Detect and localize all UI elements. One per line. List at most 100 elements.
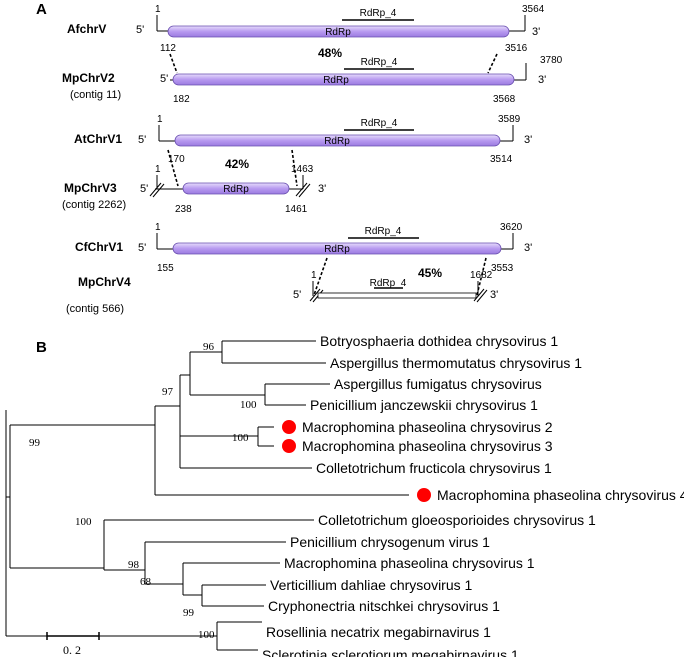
three-prime-label: 3' — [524, 134, 532, 146]
end-label: 3564 — [522, 4, 545, 15]
genome-mpchrv4: MpChrV4 (contig 566) 5' 1 RdRp_4 1682 3' — [66, 270, 498, 315]
alignment-connector — [169, 53, 178, 74]
bootstrap-value: 96 — [203, 341, 215, 353]
domain-label: RdRp_4 — [360, 8, 397, 19]
rdrp-orf — [174, 134, 501, 147]
break-mark — [473, 288, 485, 302]
rdrp-label: RdRp — [223, 184, 249, 195]
taxon-label: Macrophomina phaseolina chrysovirus 2 — [302, 419, 553, 435]
break-mark — [298, 183, 311, 198]
rdrp-orf — [172, 242, 502, 255]
domain-label: RdRp_4 — [361, 57, 398, 68]
scale-bar: 0. 2 — [46, 632, 100, 657]
five-prime-label: 5' — [293, 289, 301, 301]
genome-name: CfChrV1 — [75, 240, 123, 254]
genome-sub: (contig 566) — [66, 303, 124, 315]
end-label: 1463 — [291, 164, 314, 175]
taxon-label: Macrophomina phaseolina chrysovirus 4 — [437, 487, 684, 503]
bootstrap-value: 97 — [162, 386, 174, 398]
genome-name: AtChrV1 — [74, 132, 122, 146]
start-label: 1 — [311, 270, 317, 281]
orf-start-label: 155 — [157, 263, 174, 274]
scale-label: 0. 2 — [63, 643, 81, 657]
taxon-label: Rosellinia necatrix megabirnavirus 1 — [266, 624, 491, 640]
domain-label: RdRp_4 — [370, 278, 407, 289]
taxon-label: Penicillium janczewskii chrysovirus 1 — [310, 397, 538, 413]
five-prime-label: 5' — [138, 134, 146, 146]
break-mark — [152, 183, 165, 198]
end-label: 3620 — [500, 222, 523, 233]
domain-label: RdRp_4 — [361, 118, 398, 129]
rdrp-label: RdRp — [325, 27, 351, 38]
alignment-connector — [167, 149, 179, 187]
alignment-connector — [487, 53, 498, 74]
panel-b-label: B — [36, 339, 47, 356]
start-label: 1 — [157, 114, 163, 125]
orf-start-label: 182 — [173, 94, 190, 105]
taxon-label: Verticillium dahliae chrysovirus 1 — [270, 577, 473, 593]
panel-a-label: A — [36, 1, 47, 18]
highlight-dot — [282, 439, 296, 453]
break-mark — [476, 289, 488, 303]
genome-sub: (contig 2262) — [62, 199, 126, 211]
orf-end-label: 3514 — [490, 154, 513, 165]
orf-end-label: 3516 — [505, 43, 528, 54]
genome-mpchrv2: MpChrV2 (contig 11) 5' RdRp RdRp_4 3780 … — [62, 55, 563, 105]
five-prime-label: 5' — [140, 183, 148, 195]
bootstrap-value: 99 — [29, 437, 41, 449]
orf-start-label: 170 — [168, 154, 185, 165]
rdrp-orf — [167, 25, 510, 38]
start-label: 1 — [155, 222, 161, 233]
genome-cfchrv1: CfChrV1 5' 1 RdRp RdRp_4 3620 3' 155 355… — [75, 222, 532, 274]
taxon-label: Penicillium chrysogenum virus 1 — [290, 534, 490, 550]
genome-name: MpChrV2 — [62, 71, 115, 85]
bootstrap-value: 100 — [232, 432, 249, 444]
three-prime-label: 3' — [490, 289, 498, 301]
identity-label: 48% — [318, 46, 342, 60]
taxon-label: Sclerotinia sclerotiorum megabirnavirus … — [262, 647, 519, 657]
five-prime-label: 5' — [160, 73, 168, 85]
three-prime-label: 3' — [538, 74, 546, 86]
genome-name: MpChrV4 — [78, 275, 131, 289]
orf-end-label: 1461 — [285, 204, 308, 215]
taxon-label: Botryosphaeria dothidea chrysovirus 1 — [320, 333, 558, 349]
bootstrap-value: 100 — [198, 629, 215, 641]
alignment-connector — [291, 149, 298, 187]
identity-label: 42% — [225, 157, 249, 171]
bootstrap-value: 100 — [240, 399, 257, 411]
end-label: 3589 — [498, 114, 521, 125]
genome-mpchrv3: MpChrV3 (contig 2262) 5' 1 RdRp 1463 3' … — [62, 164, 326, 215]
break-mark — [295, 182, 308, 197]
orf-start-label: 238 — [175, 204, 192, 215]
three-prime-label: 3' — [524, 242, 532, 254]
rdrp-label: RdRp — [324, 136, 350, 147]
taxon-label: Colletotrichum gloeosporioides chrysovir… — [318, 512, 596, 528]
tree-labels: Botryosphaeria dothidea chrysovirus 1 Asp… — [29, 333, 684, 657]
orf-start-label: 112 — [160, 43, 176, 54]
rdrp-label: RdRp — [323, 75, 349, 86]
orf-end-label: 3568 — [493, 94, 516, 105]
domain-label: RdRp_4 — [365, 226, 402, 237]
phylogenetic-tree — [5, 340, 409, 651]
rdrp-orf — [172, 73, 515, 86]
genome-segment — [317, 292, 477, 299]
bootstrap-value: 99 — [183, 607, 195, 619]
bootstrap-value: 100 — [75, 516, 92, 528]
rdrp-label: RdRp — [324, 244, 350, 255]
alignment-connector — [313, 257, 328, 296]
rdrp-orf — [182, 182, 290, 195]
taxon-label: Aspergillus thermomutatus chrysovirus 1 — [330, 355, 582, 371]
three-prime-label: 3' — [532, 26, 540, 38]
genome-name: AfchrV — [67, 22, 106, 36]
five-prime-label: 5' — [138, 242, 146, 254]
genome-name: MpChrV3 — [64, 181, 117, 195]
taxon-label: Macrophomina phaseolina chrysovirus 1 — [284, 555, 535, 571]
end-label: 3780 — [540, 55, 563, 66]
genome-atchrv1: AtChrV1 5' 1 RdRp RdRp_4 3589 3' 170 351… — [74, 114, 532, 165]
taxon-label: Aspergillus fumigatus chrysovirus — [334, 376, 542, 392]
taxon-label: Macrophomina phaseolina chrysovirus 3 — [302, 438, 553, 454]
break-mark — [309, 288, 321, 302]
three-prime-label: 3' — [318, 183, 326, 195]
genome-afchrv: AfchrV 5' 1 RdRp RdRp_4 3564 3' 112 3516 — [67, 4, 545, 54]
